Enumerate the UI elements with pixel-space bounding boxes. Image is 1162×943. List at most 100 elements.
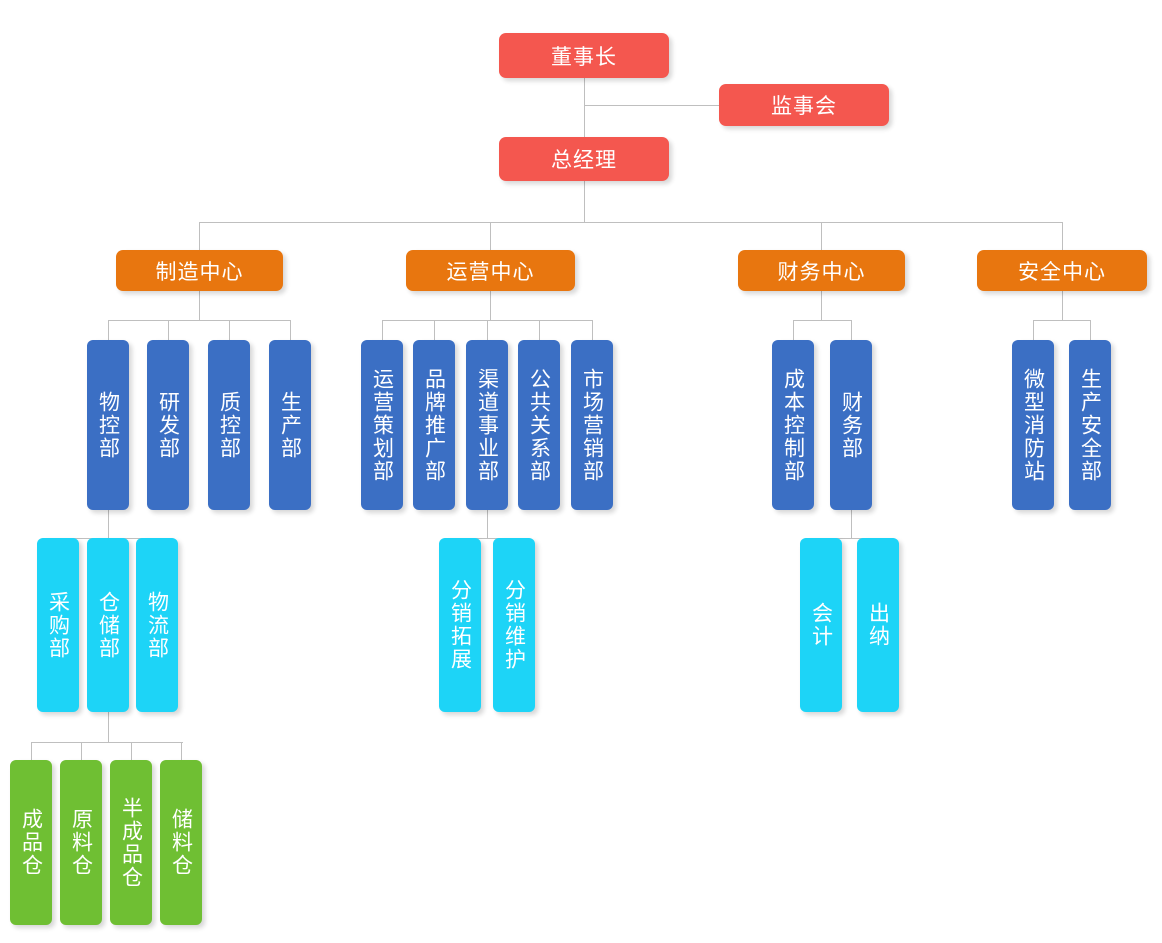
connector-center-drop-1: [199, 222, 200, 250]
node-label: 研发部: [156, 390, 180, 460]
node-label: 仓储部: [96, 590, 120, 660]
connector-ops-dept-drop-3: [487, 320, 488, 340]
node-label: 分销维护: [502, 579, 526, 671]
connector-saf-dept-drop-1: [1033, 320, 1034, 340]
node-dept-material-control[interactable]: 物控部: [87, 340, 129, 510]
connector-center-drop-4: [1062, 222, 1063, 250]
connector-operations-drop: [490, 291, 491, 320]
node-warehouse-finished-goods[interactable]: 成品仓: [10, 760, 52, 925]
node-team-logistics[interactable]: 物流部: [136, 538, 178, 712]
node-team-purchasing[interactable]: 采购部: [37, 538, 79, 712]
node-supervisory-board[interactable]: 监事会: [719, 84, 889, 126]
node-label: 出纳: [866, 602, 890, 648]
connector-wh-drop-2: [81, 742, 82, 760]
connector-center-drop-3: [821, 222, 822, 250]
node-team-storage[interactable]: 仓储部: [87, 538, 129, 712]
connector-chairman-spine: [584, 78, 585, 138]
connector-channel-drop: [487, 510, 488, 538]
node-label: 微型消防站: [1021, 367, 1045, 483]
connector-storage-drop: [108, 712, 109, 742]
node-dept-channel-business[interactable]: 渠道事业部: [466, 340, 508, 510]
connector-channel-teams-bus: [460, 538, 514, 539]
connector-mfg-dept-drop-1: [108, 320, 109, 340]
node-dept-rnd[interactable]: 研发部: [147, 340, 189, 510]
node-dept-operations-planning[interactable]: 运营策划部: [361, 340, 403, 510]
connector-finance-teams-bus: [821, 538, 878, 539]
node-center-operations[interactable]: 运营中心: [406, 250, 575, 291]
node-label: 物控部: [96, 390, 120, 460]
connector-mfg-dept-drop-3: [229, 320, 230, 340]
connector-mfg-dept-drop-2: [168, 320, 169, 340]
node-dept-production[interactable]: 生产部: [269, 340, 311, 510]
node-label: 原料仓: [69, 808, 93, 877]
connector-saf-dept-drop-2: [1090, 320, 1091, 340]
connector-finance-drop: [821, 291, 822, 320]
node-dept-cost-control[interactable]: 成本控制部: [772, 340, 814, 510]
node-label: 市场营销部: [580, 367, 604, 483]
node-label: 监事会: [771, 95, 837, 118]
node-chairman[interactable]: 董事长: [499, 33, 669, 78]
node-label: 采购部: [46, 590, 70, 660]
node-label: 财务中心: [777, 260, 866, 284]
node-label: 物流部: [145, 590, 169, 660]
node-team-accounting[interactable]: 会计: [800, 538, 842, 712]
node-label: 分销拓展: [448, 579, 472, 671]
connector-gm-drop: [584, 181, 585, 222]
node-label: 会计: [809, 602, 833, 648]
node-dept-quality-control[interactable]: 质控部: [208, 340, 250, 510]
node-label: 运营策划部: [370, 367, 394, 483]
node-team-distribution-maintenance[interactable]: 分销维护: [493, 538, 535, 712]
node-dept-brand-promotion[interactable]: 品牌推广部: [413, 340, 455, 510]
node-center-manufacturing[interactable]: 制造中心: [116, 250, 283, 291]
connector-manufacturing-bus: [108, 320, 291, 321]
node-label: 公共关系部: [527, 367, 551, 483]
connector-material-control-drop: [108, 510, 109, 538]
node-warehouse-material-storage[interactable]: 储料仓: [160, 760, 202, 925]
node-center-safety[interactable]: 安全中心: [977, 250, 1147, 291]
node-team-cashier[interactable]: 出纳: [857, 538, 899, 712]
connector-wh-drop-4: [181, 742, 182, 760]
connector-mfg-dept-drop-4: [290, 320, 291, 340]
node-label: 生产部: [278, 390, 302, 460]
connector-ops-dept-drop-5: [592, 320, 593, 340]
connector-fin-dept-drop-1: [793, 320, 794, 340]
connector-fin-dept-drop-2: [851, 320, 852, 340]
node-label: 运营中心: [446, 260, 535, 284]
node-label: 品牌推广部: [422, 367, 446, 483]
node-team-distribution-expansion[interactable]: 分销拓展: [439, 538, 481, 712]
connector-ops-dept-drop-2: [434, 320, 435, 340]
connector-manufacturing-drop: [199, 291, 200, 320]
node-dept-production-safety[interactable]: 生产安全部: [1069, 340, 1111, 510]
connector-warehouse-bus: [31, 742, 183, 743]
connector-finance-dept-drop: [851, 510, 852, 538]
connector-safety-bus: [1033, 320, 1090, 321]
node-label: 渠道事业部: [475, 367, 499, 483]
connector-centers-bus: [199, 222, 1062, 223]
connector-center-drop-2: [490, 222, 491, 250]
node-label: 制造中心: [155, 260, 244, 284]
node-label: 成本控制部: [781, 367, 805, 483]
connector-wh-drop-1: [31, 742, 32, 760]
node-label: 质控部: [217, 390, 241, 460]
node-label: 总经理: [551, 149, 617, 172]
node-label: 成品仓: [19, 808, 43, 877]
node-center-finance[interactable]: 财务中心: [738, 250, 905, 291]
node-dept-marketing[interactable]: 市场营销部: [571, 340, 613, 510]
node-warehouse-semi-finished[interactable]: 半成品仓: [110, 760, 152, 925]
node-label: 财务部: [839, 390, 863, 460]
connector-wh-drop-3: [131, 742, 132, 760]
connector-ops-dept-drop-4: [539, 320, 540, 340]
connector-finance-bus: [793, 320, 851, 321]
node-general-manager[interactable]: 总经理: [499, 137, 669, 181]
node-label: 董事长: [551, 45, 617, 69]
node-dept-public-relations[interactable]: 公共关系部: [518, 340, 560, 510]
node-dept-micro-fire-station[interactable]: 微型消防站: [1012, 340, 1054, 510]
node-label: 安全中心: [1018, 260, 1106, 284]
node-dept-finance[interactable]: 财务部: [830, 340, 872, 510]
connector-safety-drop: [1062, 291, 1063, 320]
node-label: 储料仓: [169, 808, 193, 877]
node-warehouse-raw-material[interactable]: 原料仓: [60, 760, 102, 925]
connector-supervisory-board: [584, 105, 720, 106]
node-label: 半成品仓: [119, 796, 143, 889]
